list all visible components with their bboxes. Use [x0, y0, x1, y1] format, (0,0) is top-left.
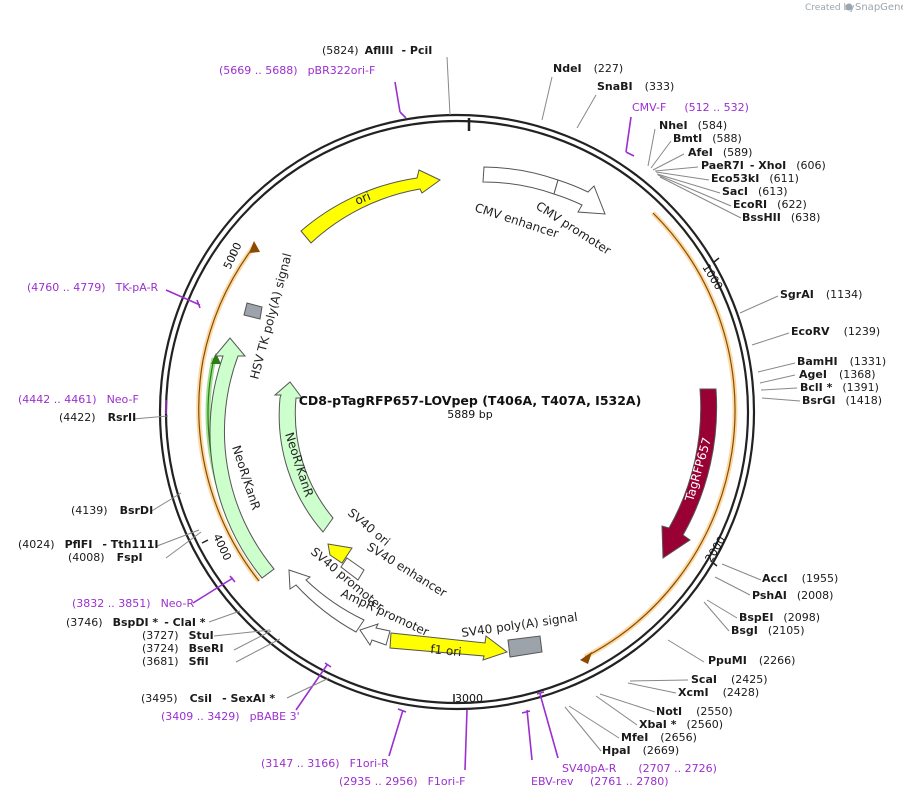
- site-noti[interactable]: NotI(2550): [656, 705, 733, 718]
- primer-markers: [165, 81, 635, 771]
- feature-label-ori: ori: [353, 189, 373, 208]
- primer-ebv-rev[interactable]: EBV-rev: [531, 775, 574, 788]
- feature-label-f1-ori: f1 ori: [430, 642, 463, 659]
- site-ndeI[interactable]: NdeI(227): [553, 62, 623, 75]
- site-agei[interactable]: AgeI(1368): [799, 368, 876, 381]
- feature-ori[interactable]: ori: [300, 169, 441, 244]
- primer-f1ori-f[interactable]: (2935 .. 2956)F1ori-F: [339, 775, 466, 788]
- credit-brand: SnapGene: [855, 2, 903, 13]
- site-nheI[interactable]: NheI(584): [659, 119, 727, 132]
- snapgene-logo-icon: [845, 3, 853, 11]
- site-pshai[interactable]: PshAI(2008): [752, 589, 833, 602]
- site-rsrii[interactable]: (4422)RsrII: [59, 411, 136, 424]
- site-bmtI[interactable]: BmtI(588): [673, 132, 742, 145]
- primer-range-ebv: (2761 .. 2780): [590, 775, 669, 788]
- site-bseri[interactable]: (3724)BseRI: [142, 642, 224, 655]
- primer-tk-pa-r[interactable]: (4760 .. 4779)TK-pA-R: [27, 281, 159, 294]
- primer-pbabe-3[interactable]: (3409 .. 3429)pBABE 3': [161, 710, 300, 723]
- enzyme-labels: (5824)AflIII- PciI NdeI(227) SnaBI(333) …: [18, 44, 886, 757]
- feature-label-sv40-enhancer: SV40 enhancer: [364, 540, 449, 600]
- site-bsgi[interactable]: BsgI(2105): [731, 624, 804, 637]
- site-ecori[interactable]: EcoRI(622): [733, 198, 807, 211]
- site-xcmi[interactable]: XcmI(2428): [678, 686, 759, 699]
- site-afeI[interactable]: AfeI(589): [688, 146, 752, 159]
- primer-f1ori-r[interactable]: (3147 .. 3166)F1ori-R: [261, 757, 389, 770]
- site-csii[interactable]: (3495)CsiI- SexAI *: [141, 692, 275, 705]
- site-sgrai[interactable]: SgrAI(1134): [780, 288, 862, 301]
- credit-prefix: Created by: [805, 3, 855, 13]
- site-bsrgi[interactable]: BsrGI(1418): [802, 394, 882, 407]
- plasmid-name: CD8-pTagRFP657-LOVpep (T406A, T407A, I53…: [299, 393, 642, 408]
- site-ecorv[interactable]: EcoRV(1239): [791, 325, 880, 338]
- site-bspei[interactable]: BspEI(2098): [739, 611, 820, 624]
- primer-neo-f[interactable]: (4442 .. 4461)Neo-F: [18, 393, 139, 406]
- tick-3000: 3000: [455, 692, 483, 705]
- backbone-outer: [158, 113, 756, 711]
- site-xbai[interactable]: XbaI *(2560): [639, 718, 723, 731]
- primer-pbr322ori-f[interactable]: (5669 .. 5688)pBR322ori-F: [219, 64, 375, 77]
- feature-f1-ori[interactable]: f1 ori: [389, 632, 509, 661]
- primer-neo-r[interactable]: (3832 .. 3851)Neo-R: [72, 597, 194, 610]
- site-eco53ki[interactable]: Eco53kI(611): [711, 172, 799, 185]
- site-ppumi[interactable]: PpuMI(2266): [708, 654, 795, 667]
- site-stui[interactable]: (3727)StuI: [142, 629, 214, 642]
- feature-label-sv40-polya: SV40 poly(A) signal: [460, 610, 578, 640]
- site-leaders: [132, 56, 801, 752]
- site-pflfi[interactable]: (4024)PflFI- Tth111I: [18, 538, 158, 551]
- site-snabI[interactable]: SnaBI(333): [597, 80, 674, 93]
- site-bamhi[interactable]: BamHI(1331): [797, 355, 886, 368]
- plasmid-length: 5889 bp: [447, 408, 492, 421]
- site-aflIII[interactable]: (5824)AflIII- PciI: [322, 44, 432, 57]
- site-mfei[interactable]: MfeI(2656): [621, 731, 697, 744]
- site-bspdi[interactable]: (3746)BspDI *- ClaI *: [66, 616, 206, 629]
- site-fspi[interactable]: (4008)FspI: [68, 551, 143, 564]
- primer-sv40pa-r[interactable]: SV40pA-R(2707 .. 2726): [562, 762, 717, 775]
- site-bcli[interactable]: BclI *(1391): [800, 381, 879, 394]
- orf-arcs: [196, 211, 738, 660]
- site-bsshii[interactable]: BssHII(638): [742, 211, 820, 224]
- site-acci[interactable]: AccI(1955): [762, 572, 838, 585]
- primer-labels: CMV-F(512 .. 532) EBV-rev SV40pA-R(2707 …: [18, 64, 749, 788]
- site-bsrdi[interactable]: (4139)BsrDI: [71, 504, 153, 517]
- feature-hsv-tk-polya[interactable]: HSV TK poly(A) signal: [243, 252, 295, 381]
- site-hpai[interactable]: HpaI(2669): [602, 744, 679, 757]
- site-scai[interactable]: ScaI(2425): [691, 673, 768, 686]
- site-saci[interactable]: SacI(613): [722, 185, 788, 198]
- feature-label-sv40-ori: SV40 ori: [345, 506, 393, 549]
- site-paer7i[interactable]: PaeR7I- XhoI(606): [701, 159, 826, 172]
- feature-cmv[interactable]: CMV enhancer CMV promoter: [473, 166, 614, 258]
- primer-cmv-f[interactable]: CMV-F(512 .. 532): [632, 101, 749, 114]
- site-sfii[interactable]: (3681)SfiI: [142, 655, 209, 668]
